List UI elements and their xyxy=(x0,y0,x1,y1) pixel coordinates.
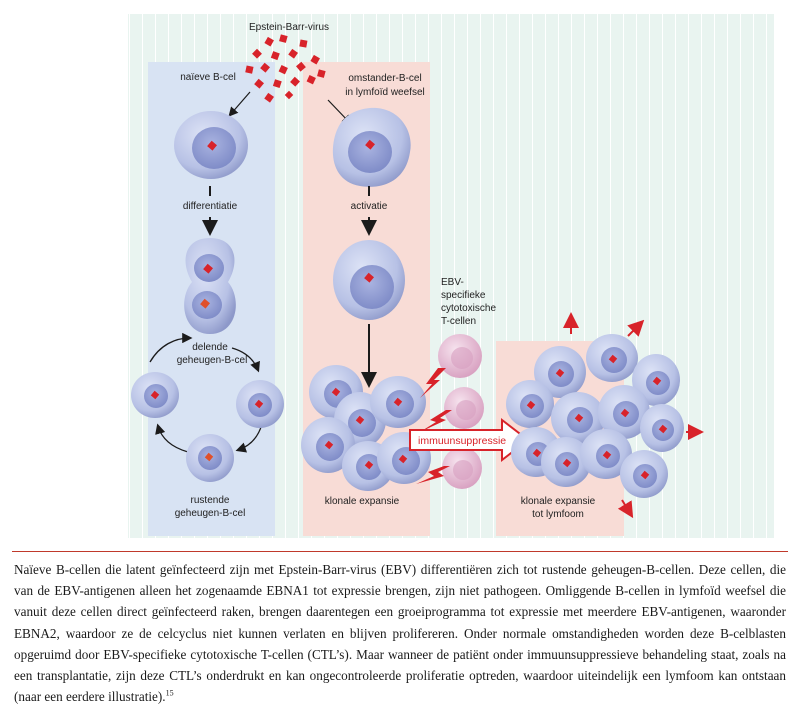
naive-b-cell xyxy=(174,111,248,179)
caption-footnote: 15 xyxy=(165,688,174,698)
cycle-arrow-left-bottom xyxy=(155,423,189,453)
memory-cell-left xyxy=(131,372,179,418)
activated-b-cell xyxy=(333,240,405,320)
spread-arrows xyxy=(563,312,704,519)
cycle-arrow-right-top xyxy=(231,347,260,373)
cycle-arrow-left-top xyxy=(149,332,193,363)
virus-to-naive-arrow xyxy=(228,91,251,117)
label-ctl-4: T-cellen xyxy=(441,316,476,327)
figure-caption: Naïeve B-cellen die latent geïnfecteerd … xyxy=(14,559,786,707)
label-ctl-3: cytotoxische xyxy=(441,303,496,314)
label-bystander-1: omstander-B-cel xyxy=(348,73,421,84)
virus-particles xyxy=(245,34,326,103)
label-clonal: klonale expansie xyxy=(325,496,400,507)
clonal-expansion-cluster xyxy=(301,365,431,491)
label-clonal-lymphoma-1: klonale expansie xyxy=(521,496,596,507)
label-dividing-1: delende xyxy=(192,342,228,353)
memory-cell-right xyxy=(236,380,284,428)
lymphoma-cluster xyxy=(506,334,684,498)
caption-text: Naïeve B-cellen die latent geïnfecteerd … xyxy=(14,562,786,705)
ebv-diagram: Epstein-Barr-virus naïeve B-cel omstande… xyxy=(128,14,774,538)
label-differentiation: differentiatie xyxy=(183,201,238,212)
label-virus: Epstein-Barr-virus xyxy=(249,22,329,33)
label-ctl-1: EBV- xyxy=(441,277,464,288)
label-dividing-2: geheugen-B-cel xyxy=(177,355,248,366)
cytotoxic-t-cells xyxy=(438,334,484,489)
resting-memory-b-cell xyxy=(186,434,234,482)
dividing-memory-b-cell xyxy=(184,238,236,334)
label-bystander-2: in lymfoïd weefsel xyxy=(345,87,424,98)
label-resting-2: geheugen-B-cel xyxy=(175,508,246,519)
caption-divider xyxy=(12,551,788,552)
label-naive: naïeve B-cel xyxy=(180,72,236,83)
cytotoxic-attack-bolts xyxy=(416,368,452,484)
label-immunosuppression: immuunsuppressie xyxy=(418,435,506,447)
label-resting-1: rustende xyxy=(191,495,230,506)
label-ctl-2: specifieke xyxy=(441,290,486,301)
label-activation: activatie xyxy=(351,201,388,212)
label-clonal-lymphoma-2: tot lymfoom xyxy=(532,509,584,520)
bystander-b-cell xyxy=(332,107,411,187)
